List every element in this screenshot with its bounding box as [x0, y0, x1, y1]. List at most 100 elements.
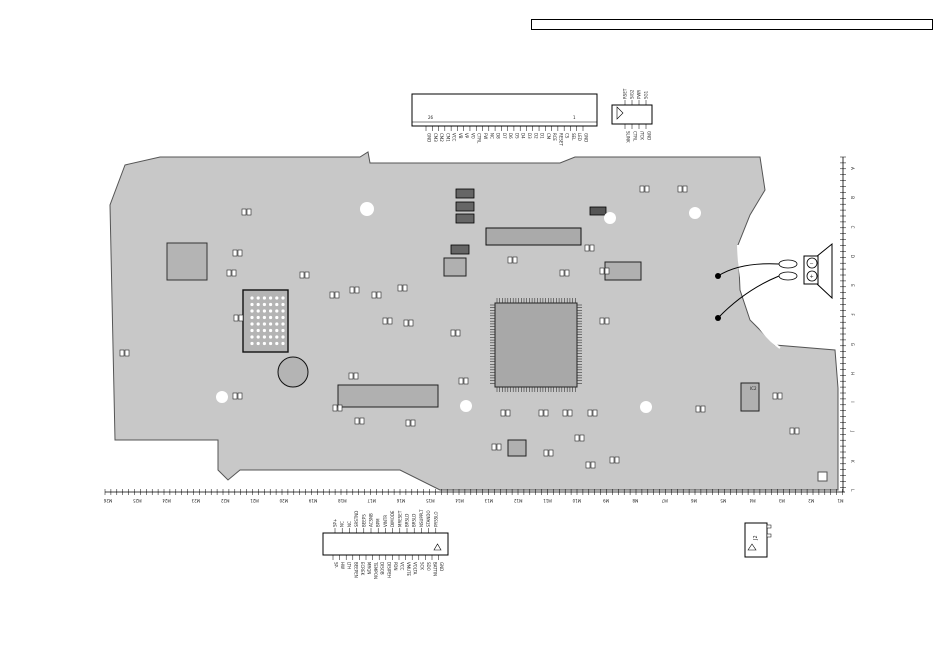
connector-top-pin-label: CM	[546, 133, 551, 140]
ruler-bottom-label: M10	[572, 498, 581, 503]
connector-small-bottom-label: CTRL	[633, 131, 638, 142]
battery	[277, 356, 309, 388]
connector-bottom-top-label: PRSSLO	[433, 511, 438, 527]
connector-top-pin-label: D2	[533, 133, 538, 139]
connector-small-bottom-label: SLINK	[626, 131, 631, 143]
ruler-bottom-label: M16	[396, 498, 405, 503]
ruler-bottom-label: M20	[279, 498, 288, 503]
connector-bottom-top-label: NSUPPLT	[419, 509, 424, 527]
connector-bottom-bottom-label: SDO	[426, 562, 431, 571]
ic-left-mid	[337, 384, 439, 408]
ic-lower-right	[740, 382, 760, 412]
svg-text:−: −	[810, 261, 814, 267]
ruler-bottom-label: M5	[720, 498, 726, 503]
connector-bottom-top-label: BPM	[376, 518, 381, 527]
connector-bottom-bottom-label: TEMPON	[373, 561, 378, 579]
connector-top-pin-label: CM1	[445, 133, 450, 142]
connector-bottom-bottom-label: BEEPEN	[353, 562, 358, 578]
connector-small-bottom-label: GND	[647, 131, 652, 140]
ruler-bottom-label: M21	[250, 498, 259, 503]
connector-top-pin-label: D3	[527, 133, 532, 139]
ruler-bottom-label: M14	[455, 498, 464, 503]
ruler-bottom-label: M4	[749, 498, 755, 503]
ruler-bottom-label: M19	[308, 498, 317, 503]
connector-top-pin-label: GND	[584, 133, 589, 142]
ruler-right-label: G	[850, 343, 855, 346]
ruler-bottom-label: M11	[543, 498, 552, 503]
connector-top-pin-left: 26	[428, 115, 434, 120]
connector-top-pin-label: CM3	[433, 133, 438, 142]
connector-bottom-bottom-label: SP-	[334, 562, 339, 569]
connector-top	[411, 93, 598, 127]
connector-bottom-bottom-label: VCC	[400, 562, 405, 571]
ruler-bottom-label: M24	[162, 498, 171, 503]
connector-bottom-bottom-label: GND	[439, 562, 444, 571]
ruler-bottom-label: M26	[103, 498, 112, 503]
connector-top-pin-label: GND	[427, 133, 432, 142]
connector-bottom-top-label: DIMODE	[390, 510, 395, 527]
ic-qfp-small	[443, 257, 467, 277]
connector-top-pin-label: CS	[565, 133, 570, 139]
connector-bottom-bottom-label: MRQN	[367, 562, 372, 574]
connector-top-pin-label: CTRL	[477, 133, 482, 144]
connector-top-pin-label: VB	[458, 133, 463, 139]
connector-bottom-bottom-label: VMUTE	[406, 562, 411, 577]
speaker-icon: − +	[715, 242, 833, 321]
connector-top-pin-label: FW	[483, 133, 488, 139]
connector-bottom-bottom-label: ECREK	[360, 562, 365, 576]
ruler-right-label: K	[850, 460, 855, 463]
ruler-bottom-label: M22	[220, 498, 229, 503]
ruler-right-label: C	[850, 226, 855, 229]
ruler-right-label: L	[850, 489, 855, 492]
ruler-bottom-label: M6	[691, 498, 697, 503]
ruler-right-label: J	[850, 430, 855, 432]
connector-small-top-label: SG1	[644, 90, 649, 99]
connector-bottom	[322, 532, 449, 556]
connector-top-pin-label: VO	[470, 133, 475, 139]
ruler-bottom-label: M17	[367, 498, 376, 503]
connector-bottom-bottom-label: PDN	[393, 562, 398, 570]
connector-top-pin-label: D4	[521, 133, 526, 139]
ruler-right-label: H	[850, 372, 855, 375]
ruler-bottom-label: M1	[837, 498, 843, 503]
connector-bottom-top-label: MRESET	[397, 510, 402, 527]
connector-bottom-bottom-label: LTH	[347, 562, 352, 569]
ic-right-small	[604, 261, 642, 281]
ruler-right-label: E	[850, 284, 855, 287]
connector-top-pin-label: D7	[502, 133, 507, 139]
bga-chip	[242, 289, 289, 353]
connector-bottom-top-label: BRSLD	[405, 514, 410, 527]
connector-bottom-bottom-label: BATTIN	[433, 562, 438, 576]
connector-top-pin-label: SEL	[571, 133, 576, 141]
connector-bottom-top-label: NC	[340, 521, 345, 527]
connector-bottom-top-label: ACSNB	[369, 513, 374, 527]
j2-label: J2	[753, 535, 759, 541]
ruler-bottom-label: M8	[632, 498, 638, 503]
ruler-right-label: I	[850, 401, 855, 402]
connector-bottom-bottom-label: DISOB	[380, 562, 385, 575]
ruler-bottom-label: M12	[513, 498, 522, 503]
title-block	[531, 19, 933, 30]
ruler-right-label: B	[850, 196, 855, 199]
connector-bottom-bottom-label: SCK	[419, 562, 424, 570]
ruler-bottom-label: M25	[133, 498, 142, 503]
connector-top-pin-label: VP	[464, 133, 469, 139]
ruler-right-label: F	[850, 314, 855, 317]
ruler-right-label: A	[850, 167, 855, 170]
ruler-bottom-label: M3	[778, 498, 784, 503]
ruler-bottom-label: M18	[338, 498, 347, 503]
ruler-bottom-label: M13	[484, 498, 493, 503]
connector-top-pin-label: RCE	[552, 133, 557, 141]
ruler-bottom-label: M7	[661, 498, 667, 503]
connector-top-pin-label: LED	[577, 133, 582, 141]
regulator	[166, 242, 208, 281]
connector-top-pin-label: NC	[489, 133, 494, 139]
connector-bottom-top-label: BEEPS	[361, 514, 366, 527]
connector-top-pin-label: CM2	[439, 133, 444, 142]
connector-bottom-bottom-label: HW	[340, 562, 345, 569]
connector-bottom-bottom-label: VOLTA	[413, 562, 418, 575]
connector-bottom-top-label: SRSTND	[354, 511, 359, 527]
connector-bottom-top-label: SP+	[333, 519, 338, 527]
connector-bottom-top-label: STANDO	[426, 510, 431, 527]
